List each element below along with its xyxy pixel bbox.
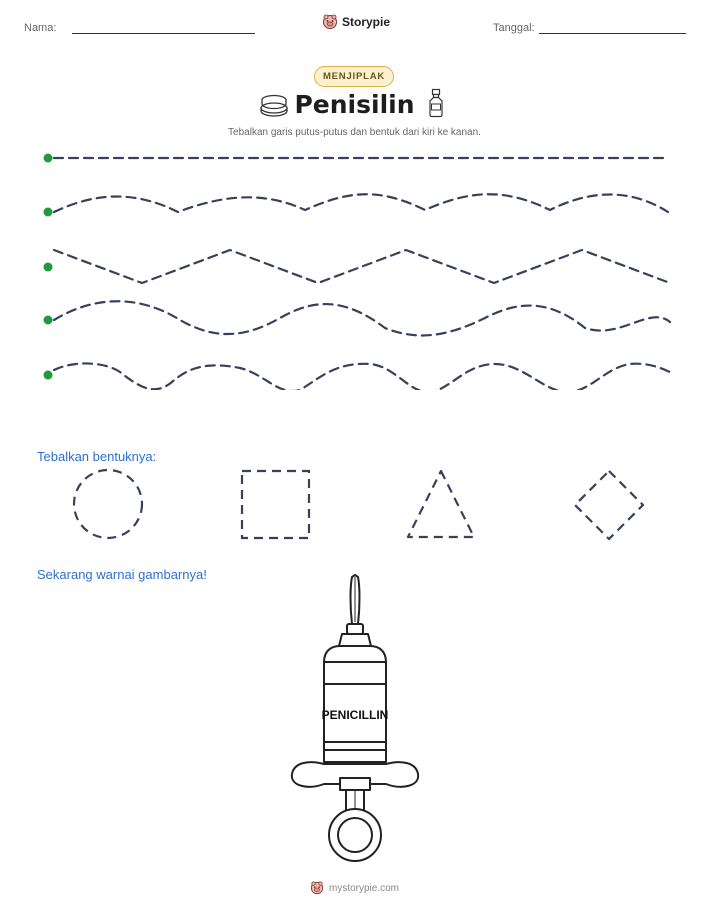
start-dot xyxy=(43,370,53,380)
name-field[interactable] xyxy=(72,33,255,34)
tracing-line-soft-wave[interactable] xyxy=(43,193,670,217)
brand-logo: Storypie xyxy=(322,14,390,30)
syringe-coloring-image[interactable]: PENICILLIN xyxy=(280,572,430,864)
trace-square[interactable] xyxy=(240,469,311,540)
trace-diamond[interactable] xyxy=(573,469,645,541)
tracing-area[interactable] xyxy=(0,140,709,390)
activity-badge: MENJIPLAK xyxy=(314,66,394,87)
start-dot xyxy=(43,262,53,272)
medicine-vial-icon xyxy=(429,88,443,118)
tracing-line-wave[interactable] xyxy=(43,300,672,337)
trace-circle[interactable] xyxy=(72,468,144,540)
footer: mystorypie.com xyxy=(0,881,709,895)
syringe-label: PENICILLIN xyxy=(322,708,389,722)
tracing-line-straight[interactable] xyxy=(43,153,670,163)
shapes-heading: Tebalkan bentuknya: xyxy=(37,449,157,464)
brand-name: Storypie xyxy=(342,15,391,29)
start-dot xyxy=(43,207,53,217)
petri-dish-icon xyxy=(260,94,288,117)
start-dot xyxy=(43,315,53,325)
pig-mascot-icon xyxy=(310,881,324,895)
date-field[interactable] xyxy=(539,33,686,34)
page-title: Penisilin xyxy=(0,90,709,119)
shapes-area[interactable] xyxy=(0,465,709,545)
date-label: Tanggal: xyxy=(493,22,535,34)
name-label: Nama: xyxy=(24,22,57,34)
start-dot xyxy=(43,153,53,163)
footer-link[interactable]: mystorypie.com xyxy=(328,882,399,894)
instruction-text: Tebalkan garis putus-putus dan bentuk da… xyxy=(228,127,481,138)
page-title-text: Penisilin xyxy=(294,90,415,119)
coloring-heading: Sekarang warnai gambarnya! xyxy=(37,567,207,582)
pig-mascot-icon xyxy=(323,14,337,29)
tracing-line-zigzag[interactable] xyxy=(43,248,672,285)
trace-triangle[interactable] xyxy=(406,469,476,539)
tracing-line-bumpy-wave[interactable] xyxy=(43,362,672,390)
